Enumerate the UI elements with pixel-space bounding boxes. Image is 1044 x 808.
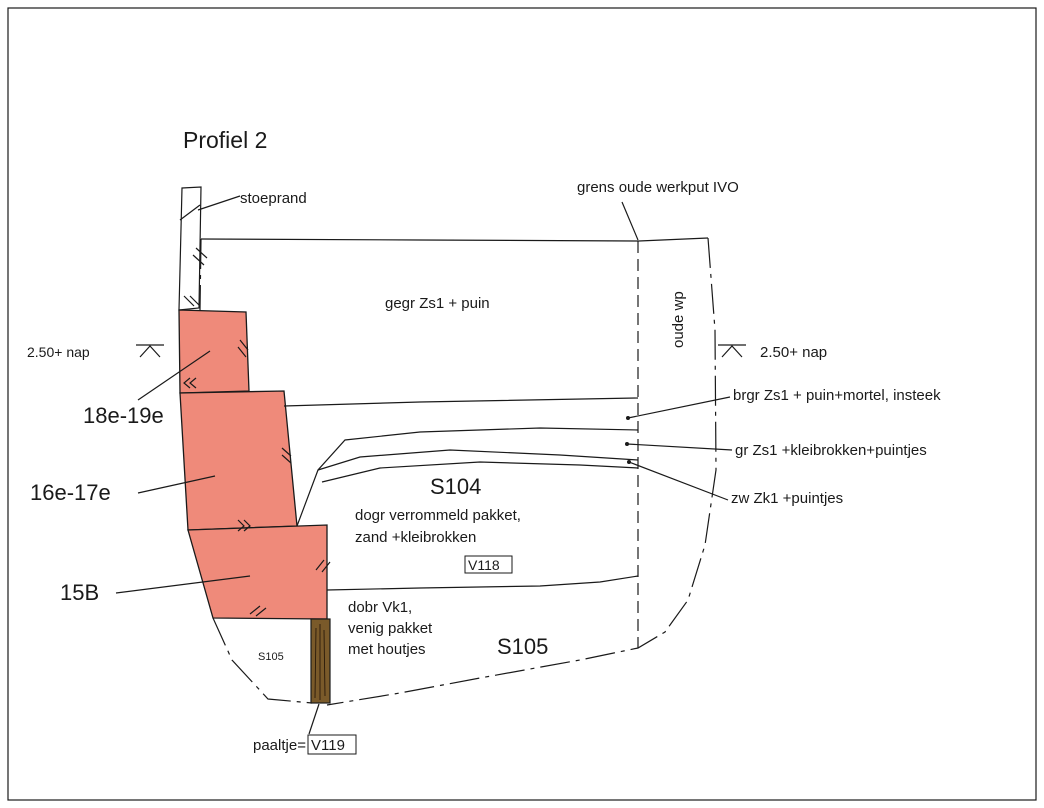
stoeprand-label: stoeprand [240, 190, 307, 207]
v119-box [307, 734, 357, 755]
profile-title: Profiel 2 [183, 127, 267, 153]
dobr-line-3: met houtjes [348, 641, 426, 658]
layer-boundary-4 [321, 461, 639, 483]
grens-leader [621, 201, 639, 241]
dobr-line-1: dobr Vk1, [348, 599, 412, 616]
gr-leader [626, 443, 733, 451]
paaltje-leader [308, 703, 320, 735]
v118-label: V118 [468, 557, 500, 573]
s105-big-label: S105 [497, 634, 548, 659]
left-pit-bottom [212, 617, 313, 704]
v118-box [464, 555, 513, 574]
period-16e-17e-label: 16e-17e [30, 480, 111, 505]
gr-label: gr Zs1 +kleibrokken+puintjes [735, 442, 927, 459]
layer-boundary-1 [283, 397, 639, 407]
brick-18e-19e [178, 309, 250, 394]
oude-wp-label: oude wp [670, 291, 687, 348]
brick-16e-17e [179, 390, 298, 531]
period-16e-17e-leader [137, 475, 216, 494]
kerb [178, 186, 208, 311]
period-15B-leader [115, 575, 251, 594]
s105-small-label: S105 [258, 651, 284, 663]
period-18e-19e-leader [137, 350, 211, 401]
stoeprand-leader [197, 195, 241, 211]
period-15B-label: 15B [60, 580, 99, 605]
brick-wall [178, 309, 331, 620]
grens-label: grens oude werkput IVO [577, 179, 739, 196]
zw-leader [628, 461, 729, 501]
nap-marker-left [136, 344, 164, 358]
drawing-border [7, 7, 1037, 801]
left-pit-edge [199, 238, 202, 311]
gegr-label: gegr Zs1 + puin [385, 295, 490, 312]
v119-label: V119 [311, 737, 345, 754]
layer-boundary-3 [317, 449, 639, 471]
paaltje-label: paaltje= [253, 737, 306, 754]
oude-werkput-edge [326, 237, 717, 706]
wooden-post [310, 618, 331, 704]
brgr-leader [627, 396, 731, 419]
surface-line [200, 237, 709, 242]
layer-boundary-5 [326, 575, 639, 591]
brgr-label: brgr Zs1 + puin+mortel, insteek [733, 387, 941, 404]
s104-label: S104 [430, 474, 481, 499]
period-18e-19e-label: 18e-19e [83, 403, 164, 428]
dogr-line-2: zand +kleibrokken [355, 529, 476, 546]
dogr-line-1: dogr verrommeld pakket, [355, 507, 521, 524]
layer-boundary-2 [296, 427, 639, 527]
dobr-line-2: venig pakket [348, 620, 433, 637]
nap-left-label: 2.50+ nap [27, 344, 90, 360]
nap-marker-right [718, 344, 746, 358]
nap-right-label: 2.50+ nap [760, 344, 827, 361]
brick-15B [187, 524, 328, 620]
zw-label: zw Zk1 +puintjes [731, 490, 843, 507]
